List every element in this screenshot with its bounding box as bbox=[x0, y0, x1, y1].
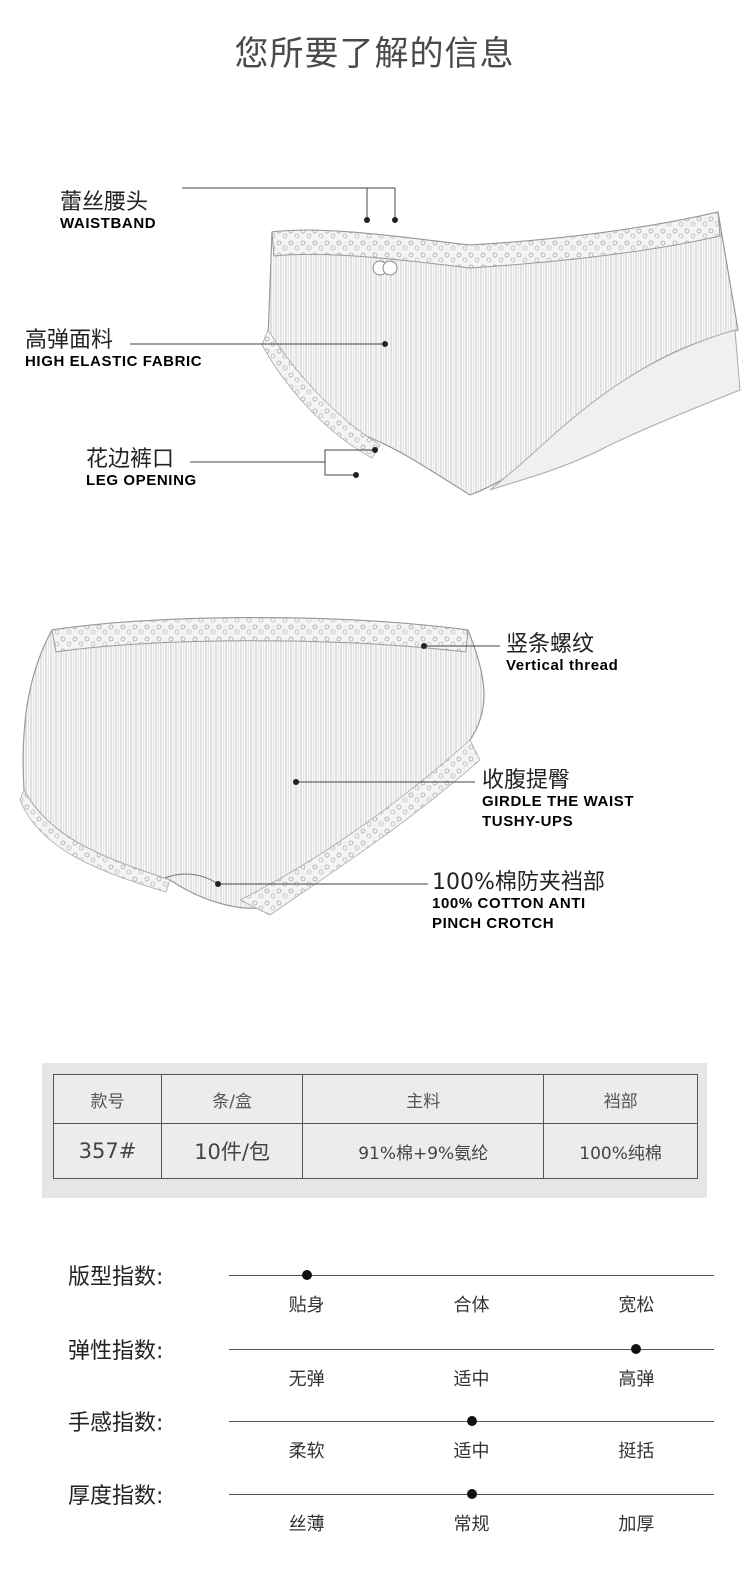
table-row: 357# 10件/包 91%棉+9%氨纶 100%纯棉 bbox=[53, 1123, 698, 1179]
table-cell: 100%纯棉 bbox=[543, 1123, 698, 1179]
index-row-elasticity: 弹性指数: 无弹 适中 高弹 bbox=[0, 1339, 749, 1409]
index-marker-dot bbox=[301, 1270, 312, 1280]
callout-en: PINCH CROTCH bbox=[432, 915, 555, 932]
index-label: 版型指数: bbox=[68, 1265, 164, 1290]
index-option: 合体 bbox=[453, 1295, 490, 1316]
callout-en: TUSHY-UPS bbox=[482, 813, 574, 830]
callout-cotton-crotch: 100%棉防夹裆部 100% COTTON ANTI PINCH CROTCH bbox=[432, 872, 605, 934]
index-option: 适中 bbox=[453, 1441, 490, 1462]
callout-zh: 高弹面料 bbox=[25, 328, 114, 353]
index-option: 贴身 bbox=[288, 1295, 325, 1316]
index-scale-line: 丝薄 常规 加厚 bbox=[229, 1489, 714, 1535]
index-scale-line: 柔软 适中 挺括 bbox=[229, 1416, 714, 1462]
index-label: 厚度指数: bbox=[68, 1484, 164, 1509]
index-option: 高弹 bbox=[618, 1369, 655, 1390]
index-option: 挺括 bbox=[618, 1441, 655, 1462]
spec-table-panel: 款号 条/盒 主料 裆部 357# 10件/包 91%棉+9%氨纶 100%纯棉 bbox=[42, 1063, 707, 1198]
index-row-thickness: 厚度指数: 丝薄 常规 加厚 bbox=[0, 1484, 749, 1554]
callout-waistband: 蕾丝腰头 WAISTBAND bbox=[60, 192, 156, 234]
index-marker-dot bbox=[631, 1344, 642, 1354]
callout-vertical-thread: 竖条螺纹 Vertical thread bbox=[506, 634, 618, 676]
back-markers bbox=[215, 643, 427, 887]
callout-leg-opening: 花边裤口 LEG OPENING bbox=[86, 449, 197, 491]
index-option: 适中 bbox=[453, 1369, 490, 1390]
index-row-fit: 版型指数: 贴身 合体 宽松 bbox=[0, 1265, 749, 1335]
index-row-hand-feel: 手感指数: 柔软 适中 挺括 bbox=[0, 1411, 749, 1481]
callout-en: Vertical thread bbox=[506, 657, 619, 674]
callout-elastic-fabric: 高弹面料 HIGH ELASTIC FABRIC bbox=[25, 330, 202, 372]
page-title: 您所要了解的信息 bbox=[234, 34, 515, 74]
callout-en: HIGH ELASTIC FABRIC bbox=[25, 353, 203, 370]
index-label: 手感指数: bbox=[68, 1411, 164, 1436]
index-option: 宽松 bbox=[618, 1295, 655, 1316]
index-scale-line: 贴身 合体 宽松 bbox=[229, 1270, 714, 1316]
back-view-garment bbox=[19, 616, 485, 916]
callout-en: 100% COTTON ANTI bbox=[432, 895, 586, 912]
index-marker-dot bbox=[466, 1489, 477, 1499]
table-header-cell: 款号 bbox=[53, 1074, 162, 1124]
index-option: 无弹 bbox=[288, 1369, 325, 1390]
index-option: 丝薄 bbox=[288, 1514, 325, 1535]
callout-zh: 收腹提臀 bbox=[482, 768, 571, 793]
table-header-cell: 条/盒 bbox=[160, 1074, 304, 1124]
front-connectors bbox=[130, 187, 396, 476]
table-header-cell: 裆部 bbox=[543, 1074, 698, 1124]
index-label: 弹性指数: bbox=[68, 1339, 164, 1364]
callout-en: WAISTBAND bbox=[60, 215, 157, 232]
callout-zh: 蕾丝腰头 bbox=[60, 190, 149, 215]
index-scale-line: 无弹 适中 高弹 bbox=[229, 1344, 714, 1390]
callout-zh: 100%棉防夹裆部 bbox=[432, 870, 605, 895]
index-marker-dot bbox=[466, 1416, 477, 1426]
index-option: 柔软 bbox=[288, 1441, 325, 1462]
back-connectors bbox=[218, 645, 500, 885]
table-header-row: 款号 条/盒 主料 裆部 bbox=[53, 1074, 698, 1124]
front-view-garment bbox=[261, 211, 741, 496]
front-markers bbox=[353, 217, 398, 478]
table-header-cell: 主料 bbox=[302, 1074, 545, 1124]
spec-table: 款号 条/盒 主料 裆部 357# 10件/包 91%棉+9%氨纶 100%纯棉 bbox=[53, 1074, 698, 1179]
index-option: 加厚 bbox=[618, 1514, 655, 1535]
table-cell: 91%棉+9%氨纶 bbox=[302, 1123, 545, 1179]
index-option: 常规 bbox=[453, 1514, 490, 1535]
callout-en: LEG OPENING bbox=[86, 472, 197, 489]
product-illustration bbox=[19, 187, 741, 916]
callout-zh: 竖条螺纹 bbox=[506, 632, 595, 657]
callout-zh: 花边裤口 bbox=[86, 447, 175, 472]
table-cell: 357# bbox=[53, 1123, 162, 1179]
table-cell: 10件/包 bbox=[160, 1123, 304, 1179]
callout-girdle-waist: 收腹提臀 GIRDLE THE WAIST TUSHY-UPS bbox=[482, 770, 634, 832]
callout-en: GIRDLE THE WAIST bbox=[482, 793, 635, 810]
